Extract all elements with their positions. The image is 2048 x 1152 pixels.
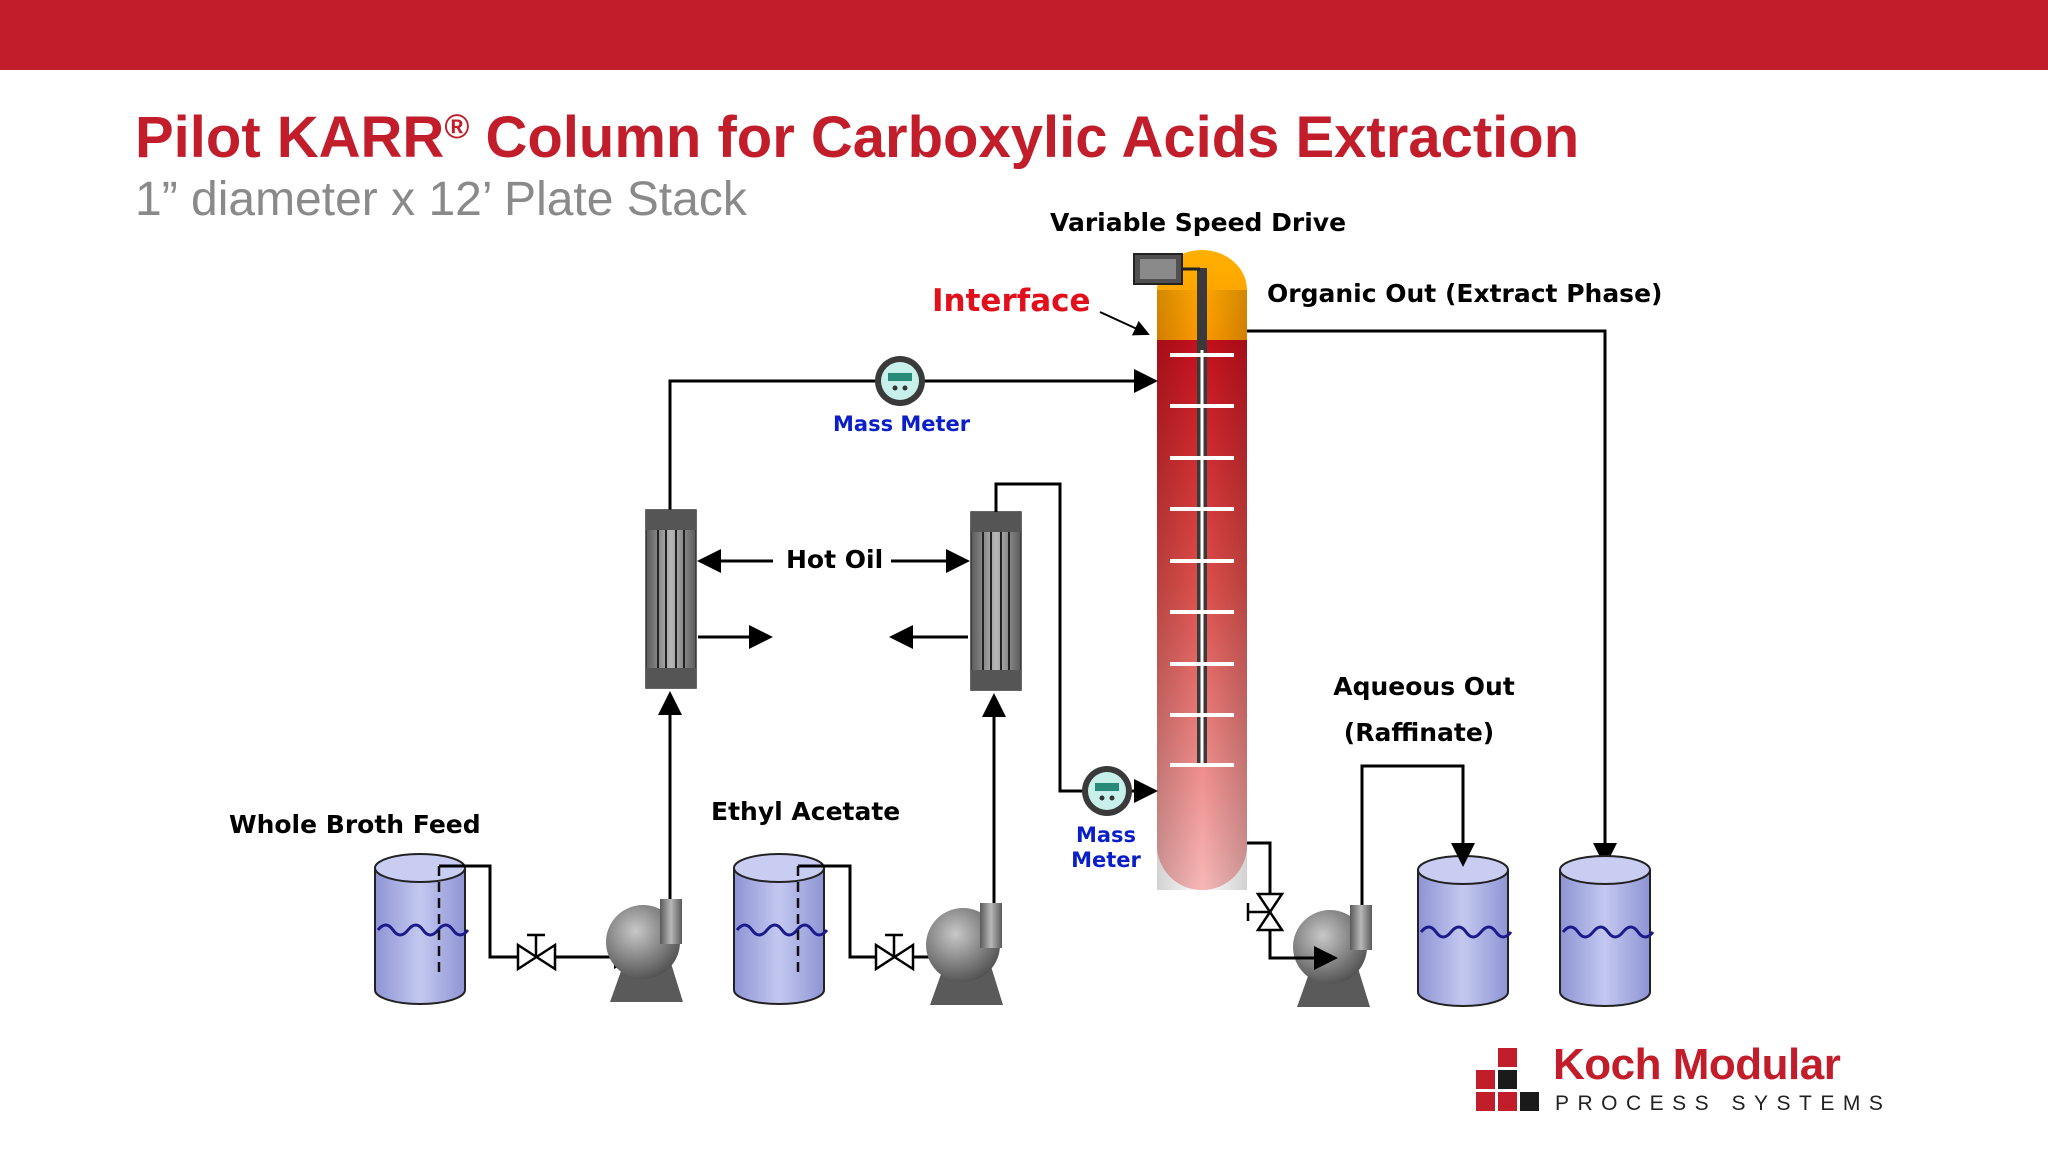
ethyl-acetate-label: Ethyl Acetate xyxy=(711,797,900,826)
slide-title: Pilot KARR® Column for Carboxylic Acids … xyxy=(135,104,1579,171)
heat-exchanger-right xyxy=(970,511,1022,691)
organic-out-label: Organic Out (Extract Phase) xyxy=(1267,279,1662,308)
koch-logo-mark xyxy=(1476,1048,1539,1111)
solvent-feed-line xyxy=(668,369,1158,512)
hot-oil-label: Hot Oil xyxy=(786,545,883,574)
pump-ethyl-acetate xyxy=(926,903,1003,1005)
whole-broth-feed-label: Whole Broth Feed xyxy=(229,810,481,839)
pump-broth xyxy=(606,899,683,1002)
tank-whole-broth xyxy=(374,853,470,1005)
organic-out-line xyxy=(1247,329,1617,867)
mass-meter-bottom-label-2: Meter xyxy=(1071,848,1141,872)
title-rest: Column for Carboxylic Acids Extraction xyxy=(469,105,1580,170)
tank-organic-out xyxy=(1559,855,1655,1007)
variable-speed-drive xyxy=(1133,253,1200,285)
valve-broth xyxy=(516,933,557,972)
aqueous-out-label: Aqueous Out xyxy=(1333,672,1515,701)
valve-ethyl-acetate xyxy=(874,933,915,972)
raffinate-label: (Raffinate) xyxy=(1344,718,1494,747)
karr-column xyxy=(1157,250,1247,1045)
logo-tagline: PROCESS SYSTEMS xyxy=(1555,1092,1892,1115)
aqueous-out-line xyxy=(1360,764,1475,905)
broth-suction-line xyxy=(439,864,638,969)
tank-aqueous-out xyxy=(1417,855,1513,1007)
mass-meter-top xyxy=(875,356,925,406)
logo-name: Koch Modular xyxy=(1553,1040,1841,1089)
variable-speed-drive-label: Variable Speed Drive xyxy=(1050,208,1346,237)
mass-meter-bottom xyxy=(1082,766,1132,816)
slide-subtitle: 1” diameter x 12’ Plate Stack xyxy=(135,173,747,226)
tank-ethyl-acetate xyxy=(733,853,829,1005)
valve-raffinate xyxy=(1246,892,1285,932)
mass-meter-bottom-label-1: Mass xyxy=(1076,823,1136,847)
registered-mark: ® xyxy=(444,108,470,146)
interface-pointer xyxy=(1099,311,1150,336)
pump-aqueous xyxy=(1293,905,1372,1007)
title-main: Pilot KARR xyxy=(135,105,445,170)
interface-label: Interface xyxy=(932,283,1091,319)
heat-exchanger-left xyxy=(645,509,697,689)
top-banner xyxy=(0,0,2048,70)
mass-meter-top-label: Mass Meter xyxy=(833,412,971,436)
